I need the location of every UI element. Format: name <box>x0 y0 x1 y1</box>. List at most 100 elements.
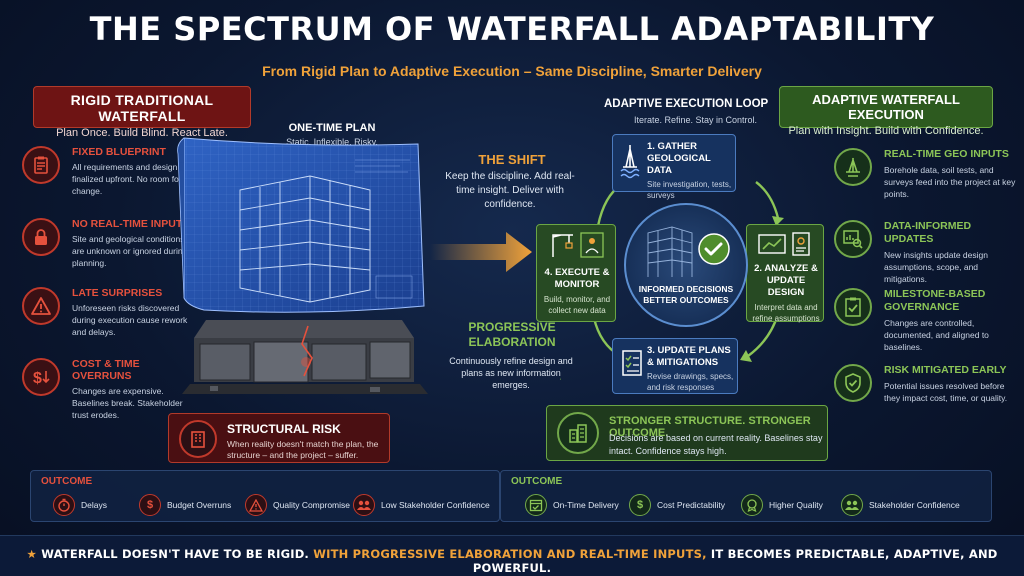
outcome-budget-overruns: $ Budget Overruns <box>139 493 231 517</box>
rigid-item-desc: Site and geological conditions are unkno… <box>72 234 188 268</box>
rigid-item-late-surprises: LATE SURPRISES Unforeseen risks discover… <box>22 287 187 349</box>
svg-text:$: $ <box>33 370 42 387</box>
loop-center-text: INFORMED DECISIONS BETTER OUTCOMES <box>638 284 734 305</box>
loop-step-desc: Site investigation, tests, surveys <box>647 180 732 200</box>
loop-step-analyze: 2. ANALYZE & UPDATE DESIGN Interpret dat… <box>746 224 824 323</box>
rigid-item-title: FIXED BLUEPRINT <box>72 146 166 158</box>
rigid-item-desc: Unforeseen risks discovered during execu… <box>72 303 188 337</box>
star-icon: ★ <box>26 547 37 561</box>
shift-arrow-icon <box>430 232 532 272</box>
checklist-icon <box>621 349 643 382</box>
rigid-item-overruns: $ COST & TIME OVERRUNS Changes are expen… <box>22 358 183 420</box>
plan-title: ONE-TIME PLAN <box>288 122 376 134</box>
building-check-icon <box>647 226 730 277</box>
footer-banner: ★ WATERFALL DOESN'T HAVE TO BE RIGID. WI… <box>0 535 1024 576</box>
clipboard-check-icon <box>834 288 872 326</box>
page-title: THE SPECTRUM OF WATERFALL ADAPTABILITY <box>89 10 935 48</box>
clipboard-checklist-icon <box>22 146 60 184</box>
adaptive-item-title: DATA-INFORMED UPDATES <box>884 220 972 245</box>
dollar-icon: $ <box>629 494 651 516</box>
rigid-item-title: LATE SURPRISES <box>72 287 163 299</box>
adaptive-item-desc: Borehole data, soil tests, and surveys f… <box>884 165 1016 199</box>
outcome-rigid-title: OUTCOME <box>41 476 93 487</box>
adaptive-item-desc: Changes are controlled, documented, and … <box>884 318 989 352</box>
rigid-item-desc: All requirements and design finalized up… <box>72 162 182 196</box>
drill-rig-icon <box>619 143 641 184</box>
stronger-desc: Decisions are based on current reality. … <box>609 433 823 456</box>
footer-part1: WATERFALL DOESN'T HAVE TO BE RIGID. <box>41 547 310 561</box>
outcome-label: Budget Overruns <box>167 500 232 510</box>
loop-step-desc: Revise drawings, specs, and risk respons… <box>647 372 734 392</box>
adaptive-item-title: MILESTONE-BASED GOVERNANCE <box>884 288 986 313</box>
shift-title: THE SHIFT <box>478 152 546 167</box>
structural-risk-box: STRUCTURAL RISK When reality doesn't mat… <box>168 413 390 463</box>
outcome-delays: Delays <box>53 493 107 517</box>
stronger-structure-box: STRONGER STRUCTURE. STRONGER OUTCOME. De… <box>546 405 828 461</box>
footer-part2: WITH PROGRESSIVE ELABORATION AND REAL-TI… <box>313 547 707 561</box>
rigid-item-no-realtime: NO REAL-TIME INPUTS Site and geological … <box>22 218 189 280</box>
calendar-check-icon <box>525 494 547 516</box>
adaptive-item-governance: MILESTONE-BASED GOVERNANCE Changes are c… <box>834 288 1014 356</box>
drill-rig-icon <box>834 148 872 186</box>
adaptive-item-risk-mitigated: RISK MITIGATED EARLY Potential issues re… <box>834 364 1014 432</box>
loop-subtitle: Iterate. Refine. Stay in Control. <box>634 115 758 125</box>
adaptive-tagline: Plan with Insight. Build with Confidence… <box>788 125 984 137</box>
loop-step-desc: Build, monitor, and collect new data <box>543 295 611 315</box>
progressive-desc: Continuously refine design and plans as … <box>449 356 573 390</box>
adaptive-item-geo-inputs: REAL-TIME GEO INPUTS Borehole data, soil… <box>834 148 1016 216</box>
outcome-low-confidence: Low Stakeholder Confidence <box>353 493 490 517</box>
loop-step-desc: Interpret data and refine assumptions <box>752 303 820 323</box>
loop-title: ADAPTIVE EXECUTION LOOP <box>604 98 769 110</box>
rigid-title: RIGID TRADITIONAL WATERFALL <box>70 92 214 124</box>
outcome-quality-compromise: Quality Compromise <box>245 493 350 517</box>
outcome-label: Higher Quality <box>769 500 823 510</box>
stronger-title: STRONGER STRUCTURE. STRONGER OUTCOME. <box>609 415 811 439</box>
page-subtitle: From Rigid Plan to Adaptive Execution – … <box>262 63 762 79</box>
rigid-item-title: NO REAL-TIME INPUTS <box>72 218 190 230</box>
outcome-rigid-panel: OUTCOME Delays $ Budget Overruns Quality… <box>30 470 500 522</box>
warning-icon <box>22 287 60 325</box>
crane-worker-icon <box>547 231 607 264</box>
outcome-on-time: On-Time Delivery <box>525 493 619 517</box>
footer-part3: IT BECOMES PREDICTABLE, ADAPTIVE, AND PO… <box>472 547 998 575</box>
adaptive-title: ADAPTIVE WATERFALL EXECUTION <box>812 92 960 122</box>
loop-step-update-plans: 3. UPDATE PLANS & MITIGATIONS Revise dra… <box>612 338 738 394</box>
loop-step-title: 3. UPDATE PLANS & MITIGATIONS <box>647 345 731 368</box>
outcome-cost-predictability: $ Cost Predictability <box>629 493 725 517</box>
outcome-adaptive-panel: OUTCOME On-Time Delivery $ Cost Predicta… <box>500 470 992 522</box>
dollar-icon: $ <box>139 494 161 516</box>
award-medal-icon <box>741 494 763 516</box>
adaptive-item-title: RISK MITIGATED EARLY <box>884 364 1007 376</box>
shift-desc: Keep the discipline. Add real-time insig… <box>445 171 575 210</box>
chart-magnifier-icon <box>834 220 872 258</box>
people-icon <box>841 494 863 516</box>
rigid-item-title: COST & TIME OVERRUNS <box>72 358 140 382</box>
outcome-label: Delays <box>81 500 107 510</box>
loop-step-execute: 4. EXECUTE & MONITOR Build, monitor, and… <box>536 224 616 322</box>
stopwatch-icon <box>53 494 75 516</box>
loop-step-title: 1. GATHER GEOLOGICAL DATA <box>647 141 711 176</box>
outcome-label: On-Time Delivery <box>553 500 619 510</box>
outcome-label: Cost Predictability <box>657 500 726 510</box>
progressive-title: PROGRESSIVE ELABORATION <box>468 320 556 349</box>
loop-step-title: 4. EXECUTE & MONITOR <box>544 267 610 290</box>
people-icon <box>353 494 375 516</box>
outcome-adaptive-title: OUTCOME <box>511 476 563 487</box>
adaptive-banner: ADAPTIVE WATERFALL EXECUTION Plan with I… <box>779 86 993 137</box>
warning-icon <box>245 494 267 516</box>
structural-risk-title: STRUCTURAL RISK <box>227 422 341 436</box>
outcome-label: Quality Compromise <box>273 500 350 510</box>
adaptive-item-title: REAL-TIME GEO INPUTS <box>884 148 1009 160</box>
rigid-item-desc: Changes are expensive. Baselines break. … <box>72 386 183 420</box>
outcome-stakeholder-confidence: Stakeholder Confidence <box>841 493 960 517</box>
loop-center-circle <box>624 203 748 327</box>
buildings-icon <box>557 412 599 454</box>
structural-risk-desc: When reality doesn't match the plan, the… <box>227 439 379 460</box>
rigid-item-fixed-blueprint: FIXED BLUEPRINT All requirements and des… <box>22 146 182 208</box>
building-icon <box>179 420 217 458</box>
loop-step-title: 2. ANALYZE & UPDATE DESIGN <box>754 263 818 298</box>
rigid-tagline: Plan Once. Build Blind. React Late. <box>56 127 228 139</box>
outcome-label: Low Stakeholder Confidence <box>381 500 490 510</box>
chart-document-icon <box>757 231 815 262</box>
adaptive-item-data-updates: DATA-INFORMED UPDATES New insights updat… <box>834 220 1014 288</box>
